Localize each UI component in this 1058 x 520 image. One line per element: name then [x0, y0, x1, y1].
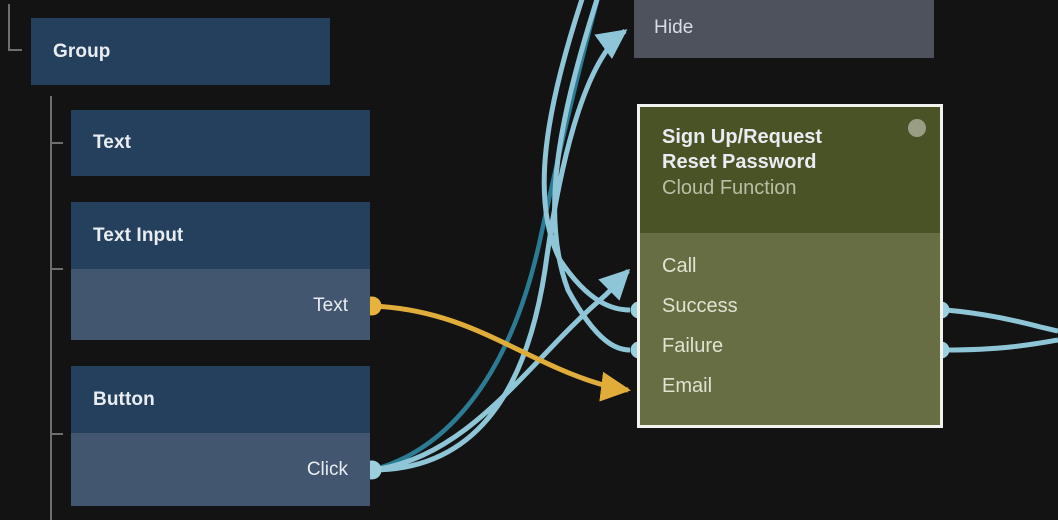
port-row-text-output[interactable]: Text [313, 295, 348, 317]
node-text-input[interactable]: Text Input Text [71, 202, 370, 340]
node-button-header[interactable]: Button [71, 366, 370, 433]
port-row-click-output[interactable]: Click [307, 459, 348, 481]
node-hide[interactable]: Hide [634, 0, 934, 58]
node-text-input-title: Text Input [93, 224, 184, 246]
node-button-body: Click [71, 433, 370, 506]
wire-output2-offscreen [945, 337, 1058, 353]
node-cloud-function-title-line1: Sign Up/Request [662, 126, 823, 148]
port-text-output-label: Text [313, 295, 348, 316]
port-failure-label[interactable]: Failure [662, 335, 724, 357]
node-text-input-body: Text [71, 269, 370, 340]
node-hide-title: Hide [654, 17, 694, 38]
tree-line-root [8, 4, 22, 51]
node-group-header[interactable]: Group [31, 18, 330, 85]
node-text-input-header[interactable]: Text Input [71, 202, 370, 269]
node-cloud-function-body: Call Success Failure Email [640, 233, 940, 425]
node-cloud-function-subtitle: Cloud Function [662, 177, 797, 199]
wire-offscreen-to-failure [552, 0, 631, 353]
node-cloud-function[interactable]: Sign Up/Request Reset Password Cloud Fun… [637, 104, 943, 428]
port-success-label[interactable]: Success [662, 295, 738, 317]
node-cloud-function-title-line2: Reset Password [662, 151, 817, 173]
node-cloud-function-header[interactable]: Sign Up/Request Reset Password Cloud Fun… [640, 107, 940, 233]
node-group[interactable]: Group [31, 18, 330, 85]
wire-text-to-email [371, 303, 631, 402]
port-call-label[interactable]: Call [662, 255, 697, 277]
node-hide-header[interactable]: Hide [634, 0, 934, 58]
port-click-output-label: Click [306, 459, 348, 480]
wire-click-to-call [371, 268, 631, 473]
node-text-title: Text [93, 132, 132, 153]
port-email-label[interactable]: Email [662, 375, 713, 397]
wire-click-to-hide [371, 28, 628, 473]
node-group-title: Group [53, 40, 111, 62]
wire-click-to-offscreen-top [371, 0, 600, 473]
node-text-header[interactable]: Text [71, 110, 370, 176]
wire-offscreen-to-success [541, 0, 631, 313]
node-button[interactable]: Button Click [71, 366, 370, 506]
node-text[interactable]: Text [71, 110, 370, 176]
node-button-title: Button [93, 388, 155, 410]
status-dot-icon [908, 119, 926, 137]
wire-output1-offscreen [945, 307, 1058, 334]
